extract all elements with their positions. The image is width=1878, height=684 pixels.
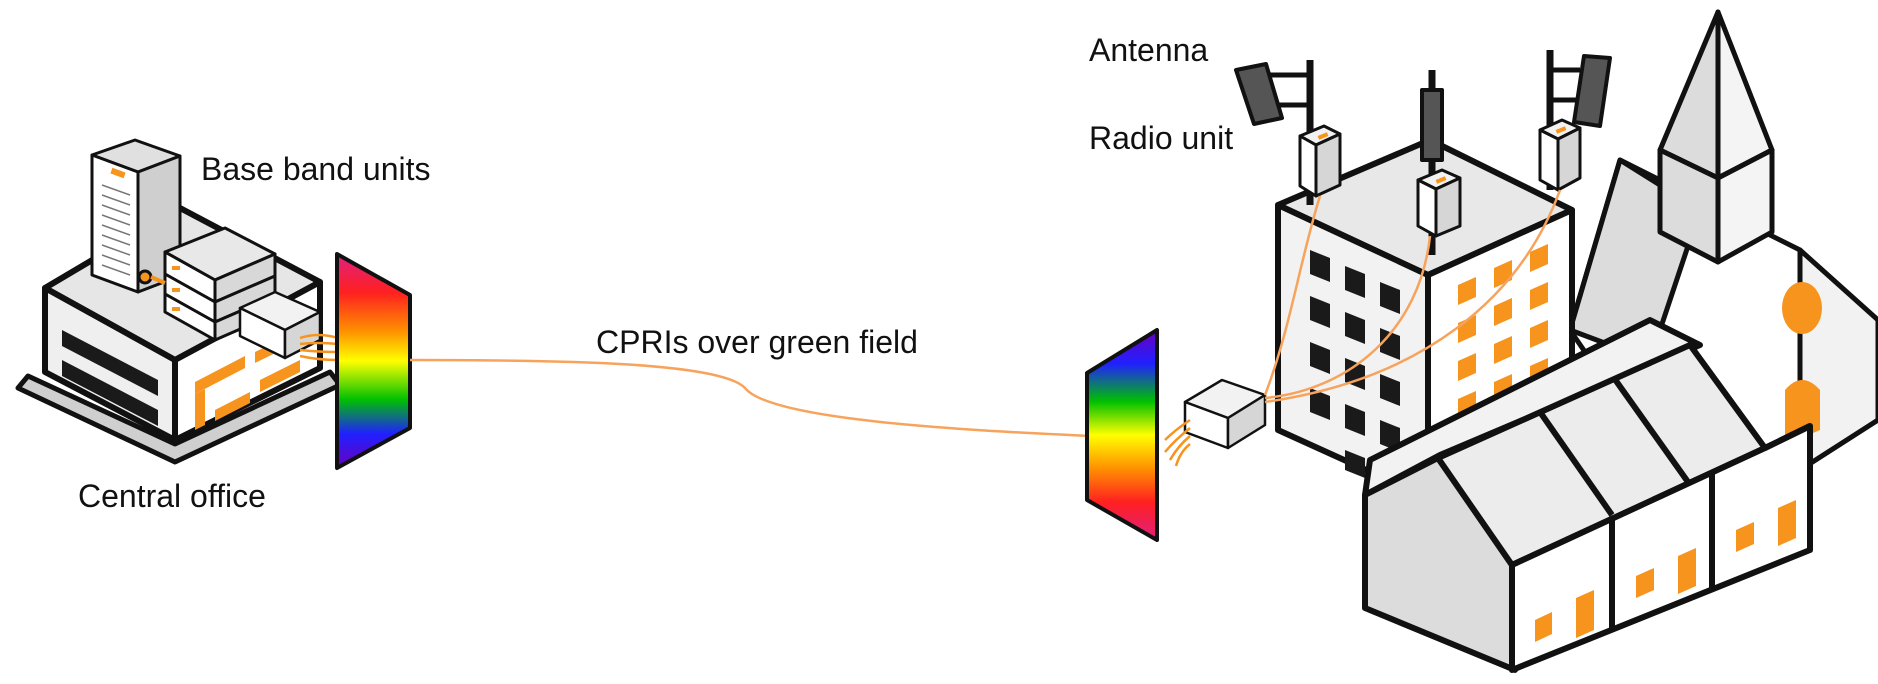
radio-unit-right-icon (1538, 118, 1582, 192)
central-office-label: Central office (78, 478, 266, 514)
left-fiber-bundle (299, 333, 339, 362)
house-orange-windows (1535, 500, 1796, 642)
row-houses (1362, 317, 1813, 673)
cpri-link-label: CPRIs over green field (596, 324, 918, 360)
base-band-units-label: Base band units (201, 151, 431, 187)
antenna-panel-right-icon (1572, 54, 1612, 128)
right-fiber-bundle (1164, 418, 1191, 467)
left-wavelength-mux (335, 252, 412, 470)
antenna-label: Antenna (1089, 32, 1209, 68)
antenna-panel-left-icon (1234, 62, 1284, 126)
right-wavelength-mux (1085, 328, 1159, 542)
radio-unit-left-icon (1298, 124, 1342, 198)
office-dark-windows (1310, 250, 1400, 488)
radio-unit-center-icon (1416, 168, 1462, 238)
radio-unit-label: Radio unit (1089, 120, 1234, 156)
left-transceiver-box (238, 290, 322, 360)
church-steeple (1657, 9, 1775, 265)
cpri-fiber-link (409, 358, 1091, 438)
right-transceiver-box (1183, 378, 1267, 450)
radio-unit-fibers (1263, 189, 1562, 404)
